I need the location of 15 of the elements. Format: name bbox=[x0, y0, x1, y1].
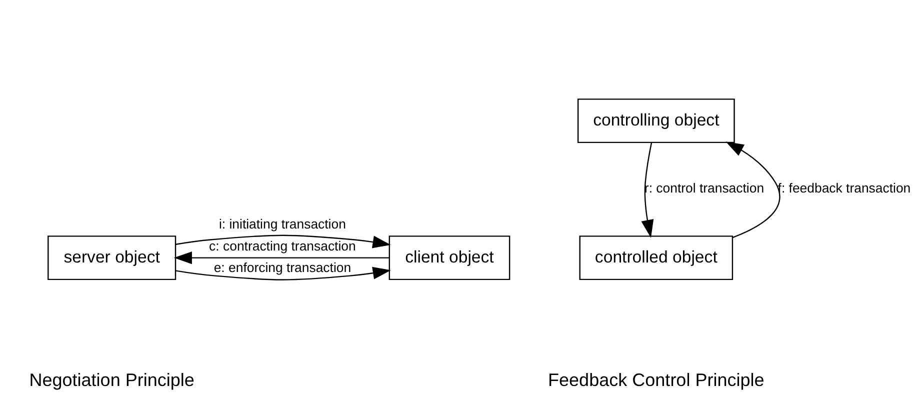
arrow bbox=[641, 142, 654, 238]
arrow bbox=[176, 234, 391, 248]
edge-label: r: control transaction bbox=[644, 180, 764, 196]
node-box: controlled object bbox=[579, 235, 734, 280]
arrow bbox=[174, 250, 390, 264]
edge-label: i: initiating transaction bbox=[218, 216, 346, 232]
label: Negotiation Principle bbox=[29, 369, 194, 390]
edge-label: e: enforcing transaction bbox=[214, 259, 352, 274]
arrow bbox=[726, 141, 780, 238]
arrow bbox=[175, 266, 391, 280]
node-box: client object bbox=[388, 235, 510, 280]
node-box: server object bbox=[48, 235, 176, 280]
label: Feedback Control Principle bbox=[548, 369, 764, 390]
node-box: controlling object bbox=[577, 98, 735, 143]
edge-label: c: contracting transaction bbox=[209, 238, 356, 253]
